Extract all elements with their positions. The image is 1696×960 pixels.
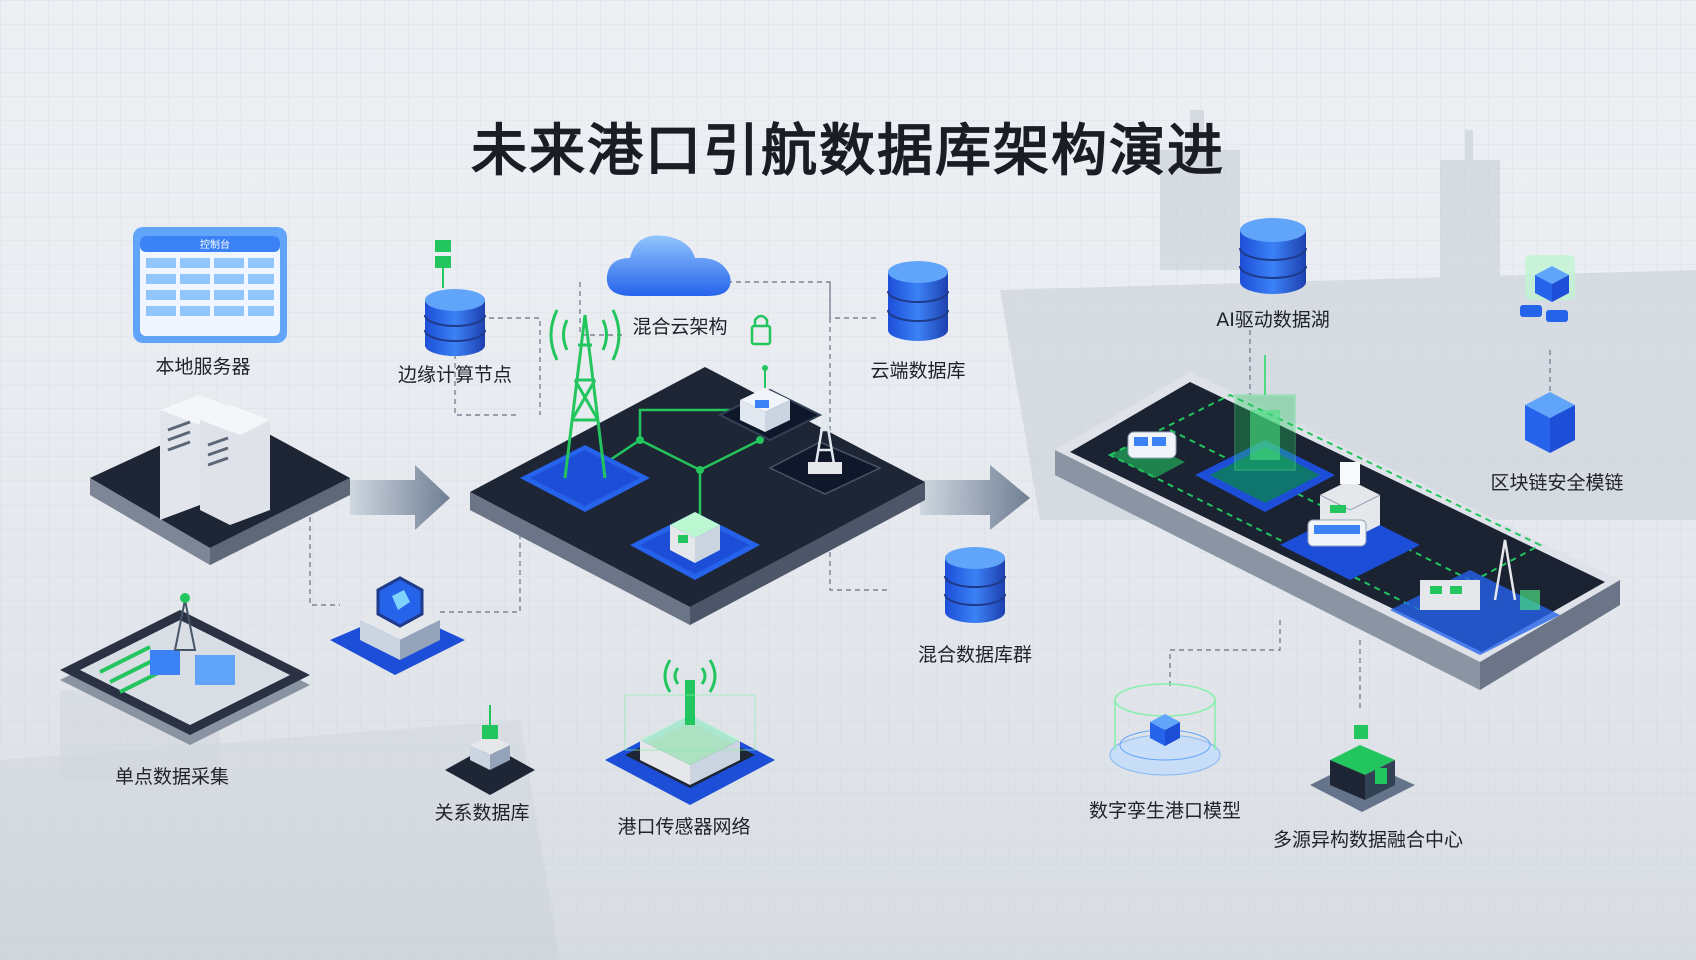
label-hybrid-cloud: 混合云架构 [632,316,728,338]
label-edge-node: 边缘计算节点 [397,364,513,386]
label-digital-twin: 数字孪生港口模型 [1088,800,1242,822]
server-tower-icon [160,395,270,525]
ai-data-lake-database-icon [1239,218,1307,294]
label-local-server: 本地服务器 [155,356,251,378]
bus-icon [1307,519,1367,547]
edge-box-icon [670,512,720,563]
single-point-platform [60,593,310,745]
label-ai-lake: AI驱动数据湖 [1216,309,1330,331]
page-title: 未来港口引航数据库架构演进 [471,119,1225,184]
small-tower-icon [808,409,842,474]
label-sensor-network: 港口传感器网络 [617,816,751,838]
cloud-icon [606,235,731,296]
gateway-device-icon [740,365,790,432]
edge-cloud-platform [470,367,925,625]
vehicle-icon [1110,431,1185,478]
connector-lines [290,281,1551,710]
stage-arrow-1 [350,465,450,530]
digital-twin-hologram-icon [1109,683,1221,776]
blockchain-cubes-icon [1520,255,1575,322]
relational-db-unit-icon [445,705,535,795]
port-facility-icon [1390,539,1560,655]
cell-tower-icon [549,309,621,479]
label-single-point: 单点数据采集 [114,766,230,788]
relational-db-gateway-icon [330,576,465,675]
fusion-center-device-icon [1310,725,1415,812]
monitor-table-icon: 控制台 [133,227,287,343]
sensor-network-device [605,659,775,805]
label-distributed-db: 混合数据库群 [917,644,1033,666]
stage-arrow-2 [920,465,1030,530]
distributed-database-icon [944,547,1006,623]
ai-hub-icon [1195,355,1335,512]
label-cloud-db: 云端数据库 [870,360,966,382]
edge-node-database-icon [424,240,486,356]
label-relational-db: 关系数据库 [434,802,530,824]
label-fusion-center: 多源异构数据融合中心 [1272,829,1464,851]
cloud-database-icon [887,261,949,341]
lock-icon [750,314,772,346]
blockchain-block-icon [1525,392,1575,453]
label-blockchain: 区块链安全模链 [1490,472,1624,494]
monitor-screen-text: 控制台 [200,238,230,251]
